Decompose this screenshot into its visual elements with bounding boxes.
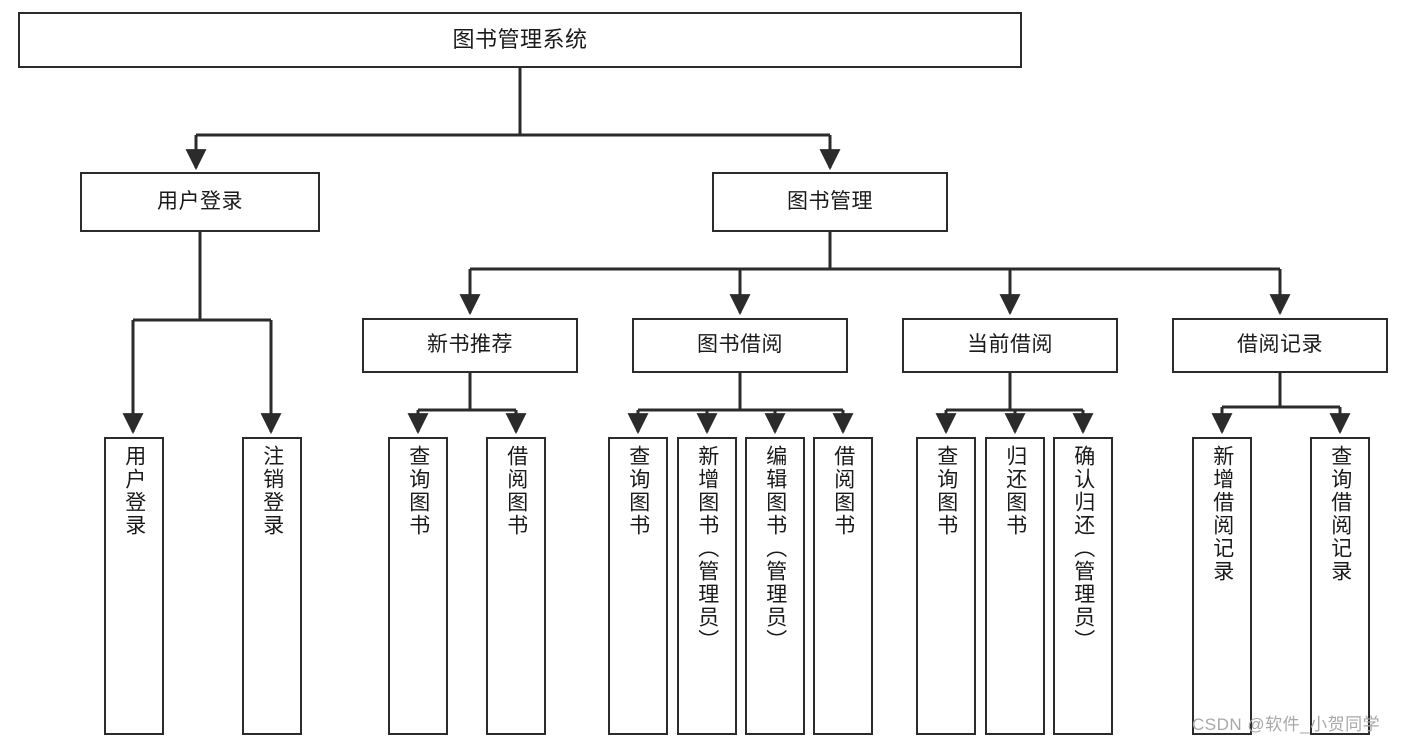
node-leaf-add-book-label: 新增图书（管理员） xyxy=(695,445,719,652)
node-book-borrow-label: 图书借阅 xyxy=(697,333,783,357)
node-leaf-add-record[interactable]: 新增借阅记录 xyxy=(1192,437,1252,735)
node-leaf-user-login-label: 用户登录 xyxy=(122,445,146,537)
node-root-label: 图书管理系统 xyxy=(452,27,588,53)
node-leaf-return-book-label: 归还图书 xyxy=(1003,445,1027,537)
node-leaf-query-book-borrow[interactable]: 查询图书 xyxy=(608,437,668,735)
node-book-management-label: 图书管理 xyxy=(787,189,873,213)
node-leaf-logout[interactable]: 注销登录 xyxy=(242,437,302,735)
node-leaf-user-login[interactable]: 用户登录 xyxy=(104,437,164,735)
node-leaf-confirm-return-label: 确认归还（管理员） xyxy=(1071,445,1095,652)
node-leaf-query-book-rec[interactable]: 查询图书 xyxy=(388,437,448,735)
node-leaf-query-book-cur-label: 查询图书 xyxy=(934,445,958,537)
node-leaf-add-record-label: 新增借阅记录 xyxy=(1210,445,1234,583)
node-leaf-query-book-cur[interactable]: 查询图书 xyxy=(916,437,976,735)
node-leaf-edit-book-label: 编辑图书（管理员） xyxy=(763,445,787,652)
csdn-watermark: CSDN @软件_小贺同学 xyxy=(1192,715,1381,734)
node-leaf-borrow-book[interactable]: 借阅图书 xyxy=(813,437,873,735)
node-book-management[interactable]: 图书管理 xyxy=(712,172,948,232)
node-leaf-confirm-return[interactable]: 确认归还（管理员） xyxy=(1053,437,1113,735)
node-leaf-borrow-book-label: 借阅图书 xyxy=(831,445,855,537)
node-root[interactable]: 图书管理系统 xyxy=(18,12,1022,68)
node-leaf-add-book[interactable]: 新增图书（管理员） xyxy=(677,437,737,735)
node-leaf-logout-label: 注销登录 xyxy=(260,445,284,537)
node-new-book-recommend-label: 新书推荐 xyxy=(427,333,513,357)
node-leaf-query-record[interactable]: 查询借阅记录 xyxy=(1310,437,1370,735)
node-current-borrow[interactable]: 当前借阅 xyxy=(902,318,1118,373)
node-leaf-query-record-label: 查询借阅记录 xyxy=(1328,445,1352,583)
node-leaf-edit-book[interactable]: 编辑图书（管理员） xyxy=(745,437,805,735)
node-borrow-record-label: 借阅记录 xyxy=(1237,333,1323,357)
node-borrow-record[interactable]: 借阅记录 xyxy=(1172,318,1388,373)
node-new-book-recommend[interactable]: 新书推荐 xyxy=(362,318,578,373)
node-leaf-return-book[interactable]: 归还图书 xyxy=(985,437,1045,735)
node-leaf-query-book-rec-label: 查询图书 xyxy=(406,445,430,537)
node-user-login[interactable]: 用户登录 xyxy=(80,172,320,232)
node-leaf-borrow-book-rec-label: 借阅图书 xyxy=(504,445,528,537)
node-leaf-borrow-book-rec[interactable]: 借阅图书 xyxy=(486,437,546,735)
node-book-borrow[interactable]: 图书借阅 xyxy=(632,318,848,373)
node-leaf-query-book-borrow-label: 查询图书 xyxy=(626,445,650,537)
node-user-login-label: 用户登录 xyxy=(157,189,243,213)
node-current-borrow-label: 当前借阅 xyxy=(967,333,1053,357)
